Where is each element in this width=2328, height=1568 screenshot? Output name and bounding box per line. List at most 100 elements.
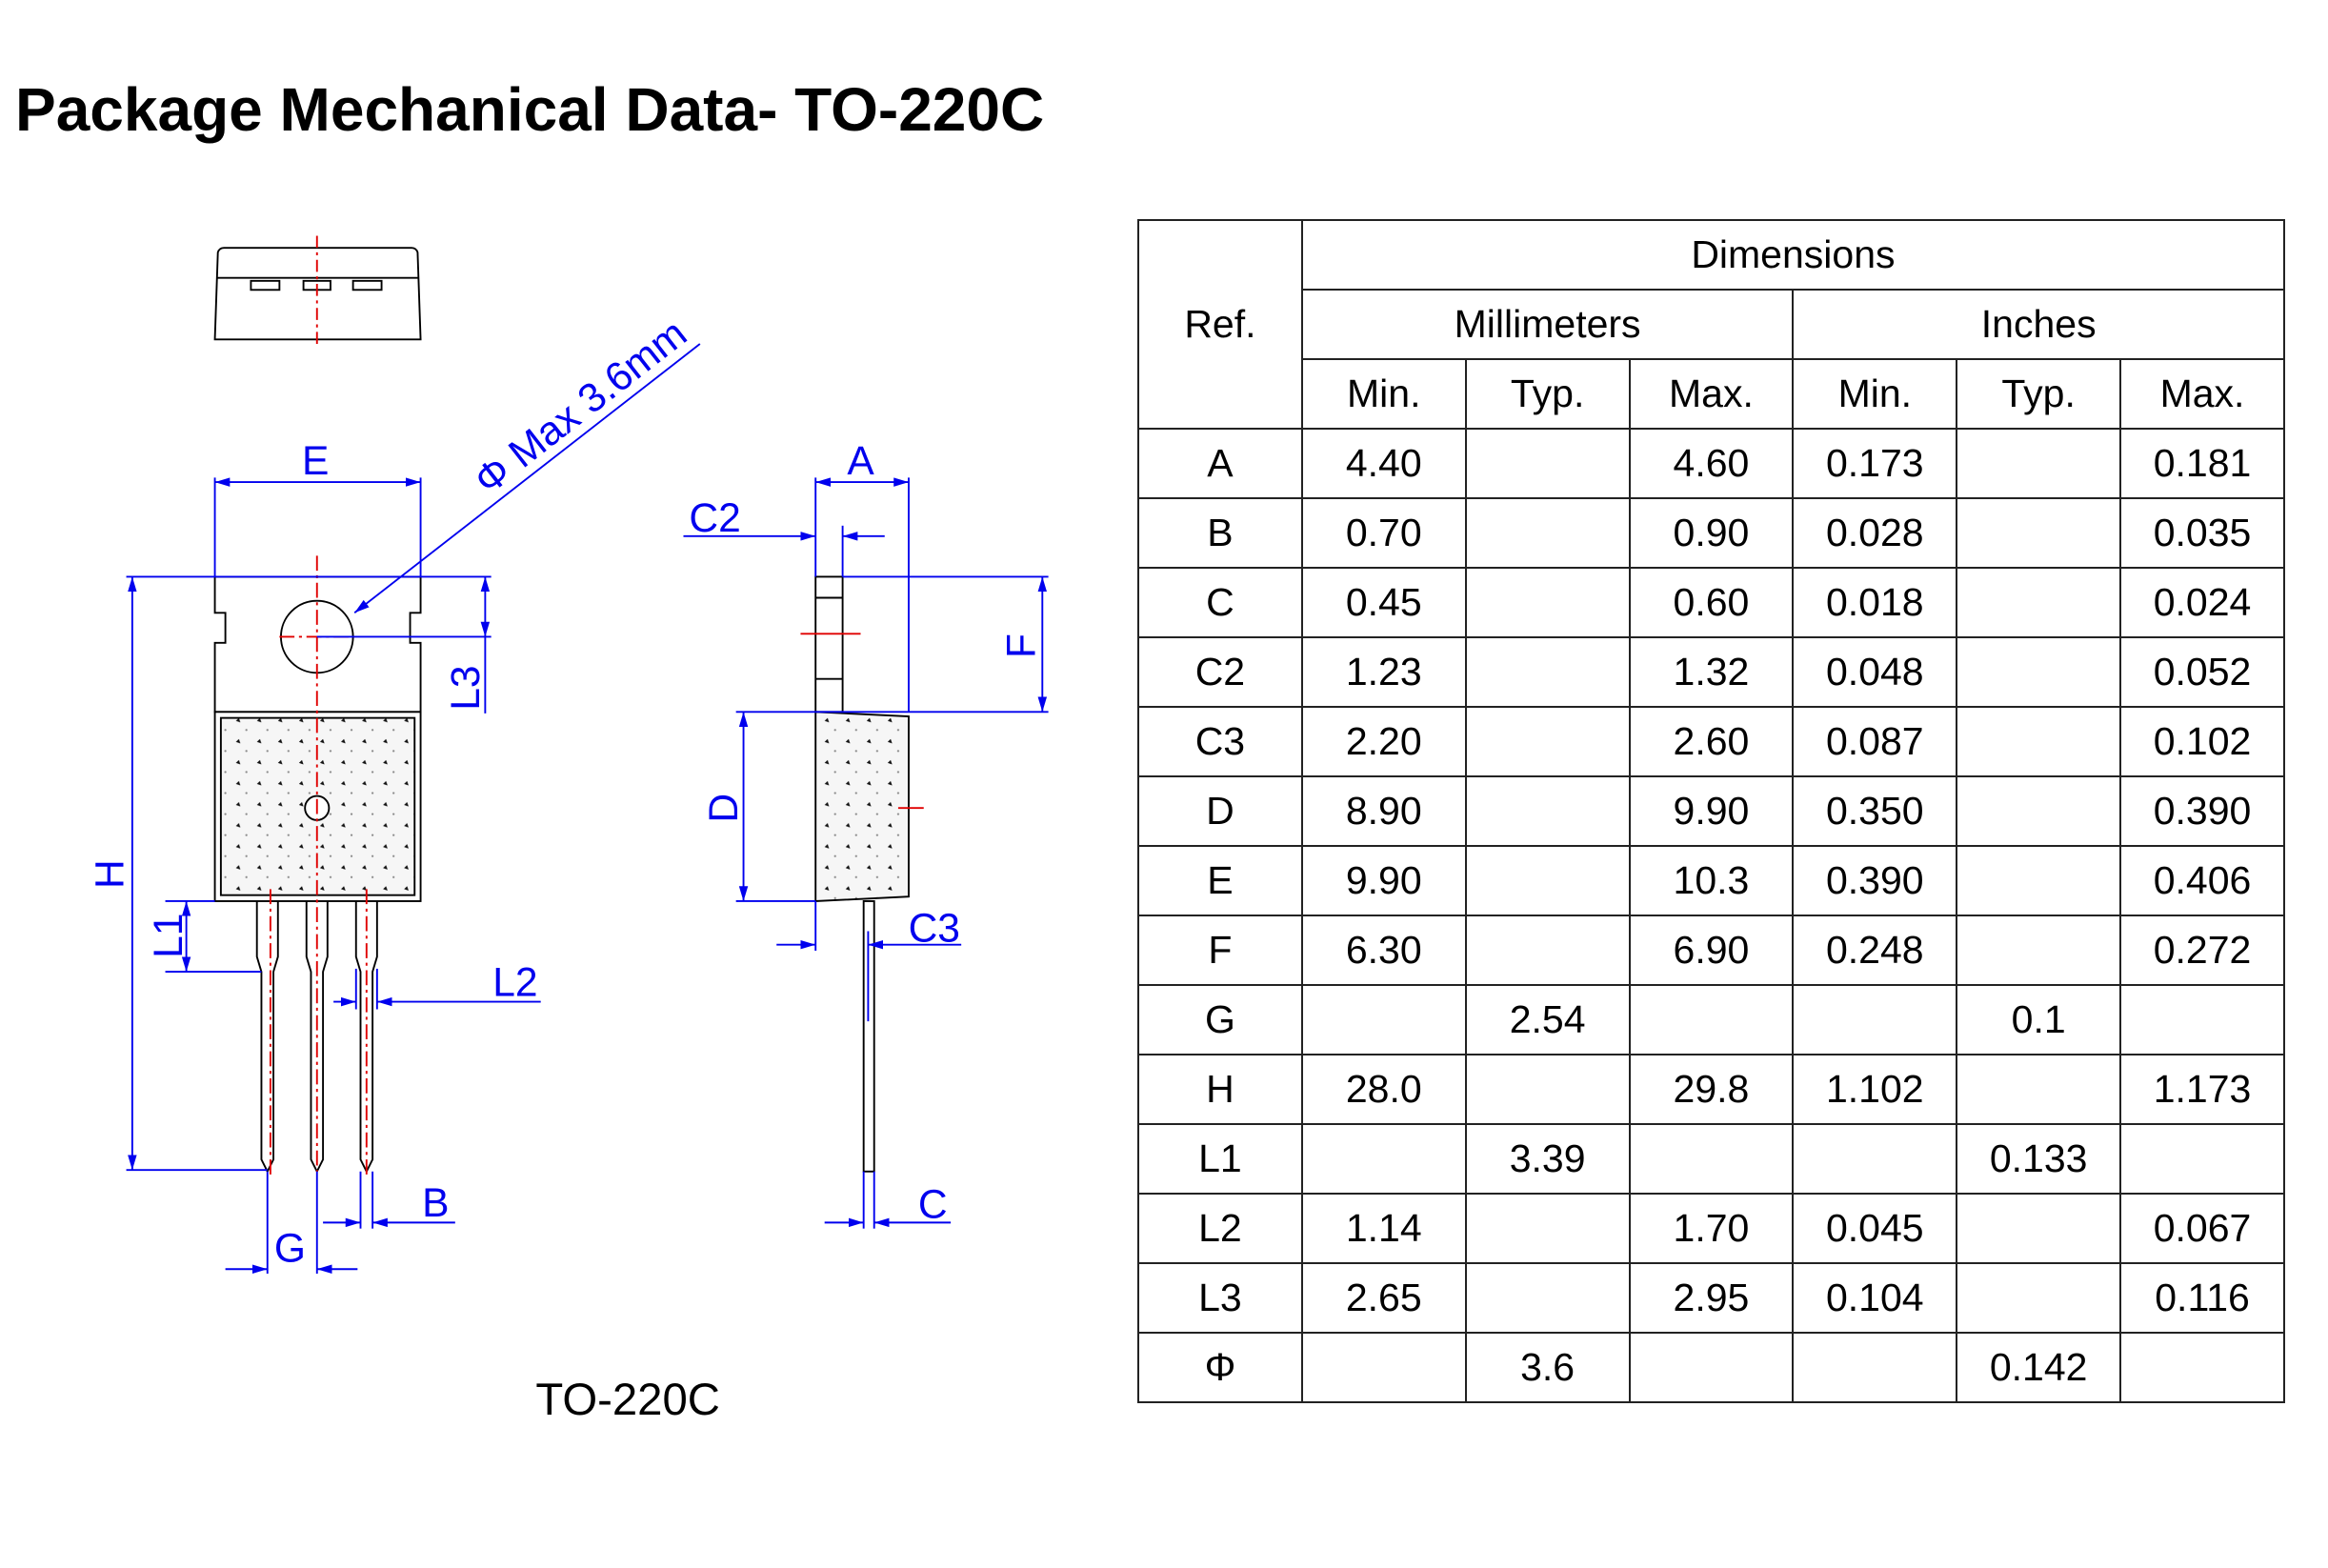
value-cell: 0.390	[2119, 775, 2285, 847]
ref-cell: F	[1137, 915, 1303, 986]
value-cell: 0.350	[1792, 775, 1958, 847]
value-cell	[1464, 567, 1631, 638]
subheader-cell: Max.	[1628, 358, 1795, 430]
dim-label-c: C	[918, 1182, 948, 1228]
value-cell: 0.133	[1956, 1123, 2122, 1195]
dim-label-g: G	[274, 1225, 306, 1271]
value-cell	[1956, 915, 2122, 986]
value-cell: 0.104	[1792, 1262, 1958, 1334]
value-cell	[1464, 845, 1631, 916]
value-cell	[1792, 1123, 1958, 1195]
value-cell: 0.142	[1956, 1332, 2122, 1403]
value-cell: 0.087	[1792, 706, 1958, 777]
value-cell	[1464, 1262, 1631, 1334]
value-cell	[1300, 1332, 1467, 1403]
value-cell	[2119, 984, 2285, 1055]
table-row: Φ 3.6 0.142	[1137, 1332, 2285, 1403]
dim-label-h: H	[87, 859, 132, 889]
value-cell: 1.102	[1792, 1054, 1958, 1125]
value-cell	[1956, 845, 2122, 916]
value-cell: 2.95	[1628, 1262, 1795, 1334]
dim-label-l3: L3	[443, 665, 489, 710]
value-cell: 9.90	[1300, 845, 1467, 916]
ref-cell: D	[1137, 775, 1303, 847]
value-cell: 6.90	[1628, 915, 1795, 986]
dimensions-header: Dimensions	[1300, 219, 2286, 291]
value-cell	[1956, 1262, 2122, 1334]
dim-label-f: F	[998, 633, 1044, 658]
value-cell: 0.048	[1792, 636, 1958, 708]
value-cell	[1464, 428, 1631, 499]
value-cell: 1.23	[1300, 636, 1467, 708]
value-cell: 0.248	[1792, 915, 1958, 986]
value-cell: 0.390	[1792, 845, 1958, 916]
dim-label-d: D	[701, 794, 747, 823]
dim-label-l2: L2	[492, 959, 537, 1005]
value-cell	[1464, 497, 1631, 569]
dim-label-c2: C2	[689, 495, 740, 541]
ref-cell: H	[1137, 1054, 1303, 1125]
value-cell	[1628, 1123, 1795, 1195]
value-cell: 2.54	[1464, 984, 1631, 1055]
value-cell: 0.70	[1300, 497, 1467, 569]
value-cell: 0.173	[1792, 428, 1958, 499]
value-cell	[1792, 984, 1958, 1055]
value-cell: 1.70	[1628, 1193, 1795, 1264]
value-cell: 3.6	[1464, 1332, 1631, 1403]
value-cell: 1.32	[1628, 636, 1795, 708]
value-cell: 29.8	[1628, 1054, 1795, 1125]
value-cell: 0.60	[1628, 567, 1795, 638]
value-cell: 3.39	[1464, 1123, 1631, 1195]
ref-cell: L3	[1137, 1262, 1303, 1334]
value-cell: 6.30	[1300, 915, 1467, 986]
inches-header: Inches	[1792, 289, 2285, 360]
value-cell: 0.024	[2119, 567, 2285, 638]
value-cell: 2.20	[1300, 706, 1467, 777]
value-cell: 0.406	[2119, 845, 2285, 916]
value-cell: 1.14	[1300, 1193, 1467, 1264]
top-view	[213, 235, 422, 349]
value-cell: 0.181	[2119, 428, 2285, 499]
dim-label-b: B	[422, 1180, 449, 1226]
ref-cell: Φ	[1137, 1332, 1303, 1403]
ref-cell: G	[1137, 984, 1303, 1055]
value-cell	[2119, 1332, 2285, 1403]
ref-cell: L2	[1137, 1193, 1303, 1264]
value-cell	[1464, 636, 1631, 708]
dimensions-table: Ref. Dimensions Millimeters Inches Min.T…	[1137, 219, 2286, 1403]
value-cell	[1464, 915, 1631, 986]
value-cell	[1956, 1193, 2122, 1264]
ref-cell: L1	[1137, 1123, 1303, 1195]
value-cell: 0.018	[1792, 567, 1958, 638]
value-cell	[1628, 1332, 1795, 1403]
value-cell: 0.045	[1792, 1193, 1958, 1264]
ref-cell: C3	[1137, 706, 1303, 777]
value-cell	[1464, 706, 1631, 777]
value-cell	[1956, 636, 2122, 708]
value-cell: 2.60	[1628, 706, 1795, 777]
ref-header: Ref.	[1137, 219, 1303, 430]
value-cell: 4.40	[1300, 428, 1467, 499]
value-cell	[1956, 567, 2122, 638]
value-cell	[2119, 1123, 2285, 1195]
subheader-cell: Typ.	[1956, 358, 2122, 430]
value-cell: 10.3	[1628, 845, 1795, 916]
value-cell	[1956, 497, 2122, 569]
value-cell	[1956, 428, 2122, 499]
dim-label-a: A	[847, 438, 874, 484]
value-cell: 0.116	[2119, 1262, 2285, 1334]
value-cell	[1300, 1123, 1467, 1195]
value-cell	[1464, 1054, 1631, 1125]
value-cell: 9.90	[1628, 775, 1795, 847]
